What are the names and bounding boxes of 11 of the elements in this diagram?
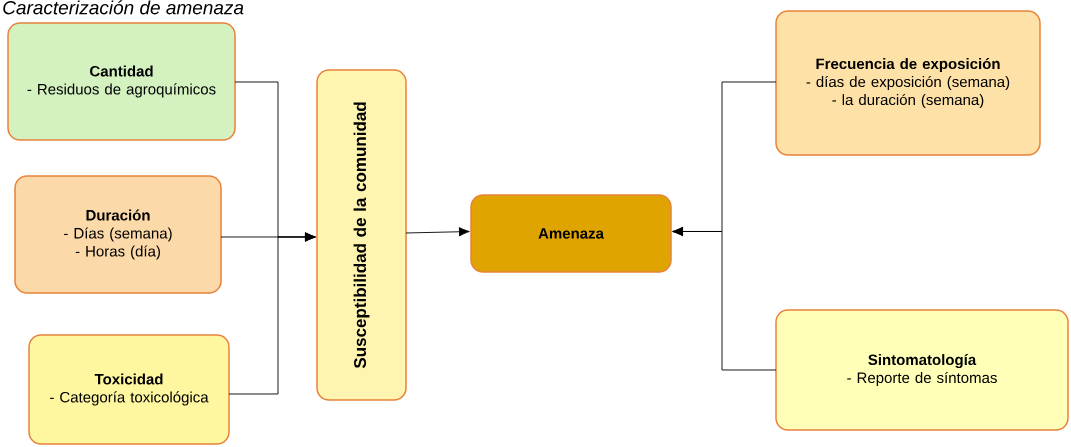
vertical-box: Susceptibilidad de la comunidad	[316, 69, 407, 401]
factor-box: Cantidad - Residuos de agroquímicos	[7, 22, 236, 141]
factor-box: Duración - Días (semana) - Horas (día)	[14, 175, 222, 294]
connector-arrow	[405, 227, 470, 237]
connector-arrow	[228, 232, 316, 395]
result-box: Amenaza	[470, 194, 672, 273]
title: Caracterización de amenaza	[3, 0, 244, 15]
factor-box: Frecuencia de exposición - días de exposición (semana) - la duración (semana)	[775, 10, 1041, 156]
factor-box: Toxicidad - Categoría toxicológica	[28, 334, 230, 445]
connector-arrow	[672, 226, 777, 371]
factor-box: Sintomatología - Reporte de síntomas	[775, 309, 1069, 431]
